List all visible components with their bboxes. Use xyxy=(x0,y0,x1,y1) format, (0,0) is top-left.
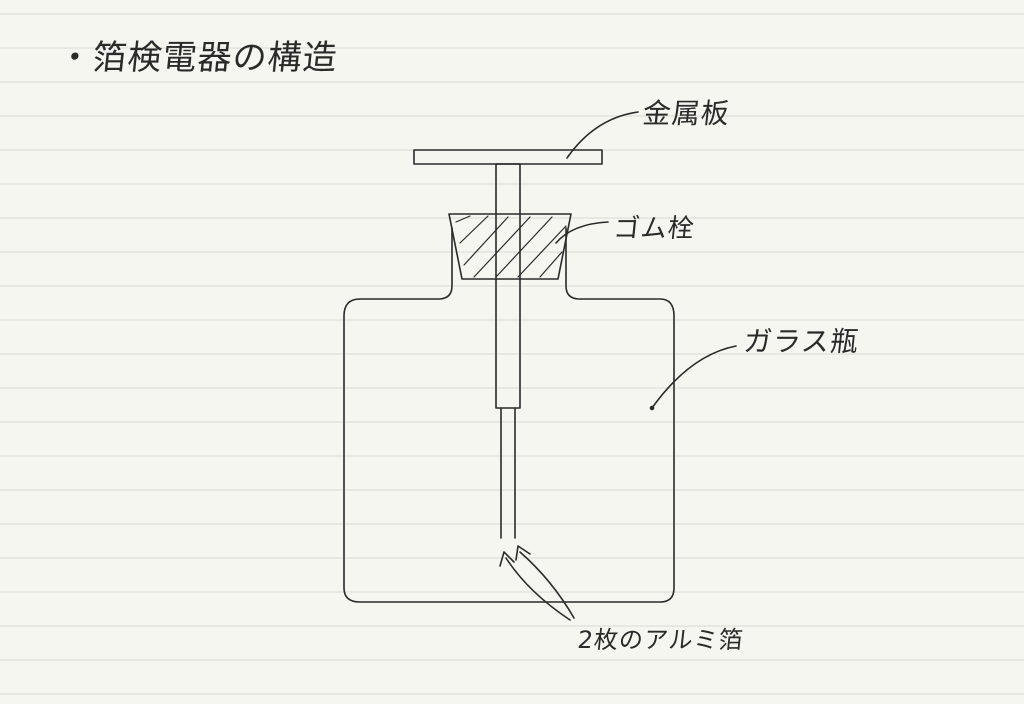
arrow-to-right-foil xyxy=(519,551,575,619)
metal-plate xyxy=(413,149,603,165)
arrowhead-right-foil xyxy=(515,545,531,561)
label-glass-bottle: ガラス瓶 xyxy=(742,325,862,358)
label-rubber-stopper: ゴム栓 xyxy=(612,214,697,244)
label-metal-plate: 金属板 xyxy=(641,97,732,130)
page-title: ・箔検電器の構造 xyxy=(55,38,340,78)
arrowhead-left-foil xyxy=(499,551,515,567)
leader-dot-glass-bottle xyxy=(649,405,655,411)
leader-line-glass-bottle xyxy=(651,345,737,409)
leader-line-rubber-stopper xyxy=(555,221,609,244)
arrow-to-left-foil xyxy=(505,557,571,621)
notebook-ruled-lines xyxy=(0,13,1024,695)
rubber-stopper xyxy=(448,213,572,280)
glass-bottle-outline xyxy=(343,227,675,603)
label-aluminum-foils: 2枚のアルミ箔 xyxy=(576,626,746,654)
metal-rod xyxy=(495,163,521,409)
rubber-stopper-hatching xyxy=(455,215,567,278)
leader-line-metal-plate xyxy=(566,111,639,159)
